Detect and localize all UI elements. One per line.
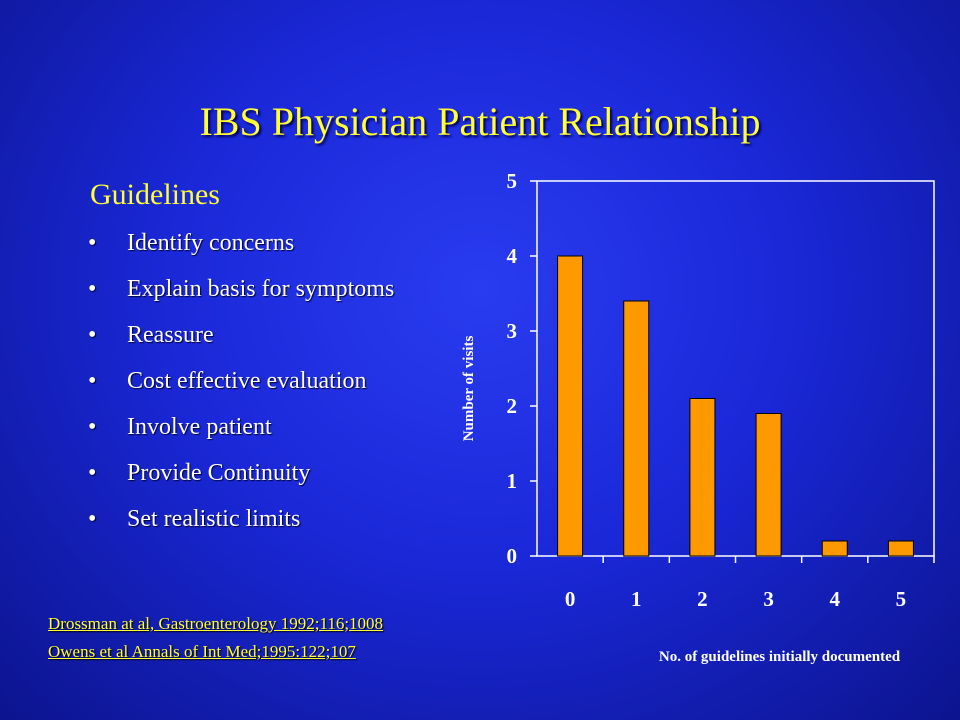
guidelines-list: Identify concerns Explain basis for symp… — [88, 228, 458, 550]
reference-link[interactable]: Drossman at al, Gastroenterology 1992;11… — [48, 614, 384, 633]
guideline-item: Reassure — [88, 320, 458, 350]
y-tick-label: 4 — [507, 244, 518, 268]
x-axis-label: No. of guidelines initially documented — [659, 649, 901, 665]
references: Drossman at al, Gastroenterology 1992;11… — [48, 610, 383, 666]
x-tick-label: 4 — [830, 587, 841, 611]
guideline-item: Explain basis for symptoms — [88, 274, 458, 304]
x-tick-label: 3 — [763, 587, 774, 611]
slide-title: IBS Physician Patient Relationship — [199, 99, 761, 144]
plot-frame — [536, 180, 935, 557]
y-tick-label: 1 — [507, 469, 518, 493]
x-tick-label: 5 — [896, 587, 907, 611]
reference-link[interactable]: Owens et al Annals of Int Med;1995:122;1… — [48, 642, 356, 661]
x-tick-label: 2 — [697, 587, 708, 611]
bar — [887, 540, 914, 557]
guideline-item: Involve patient — [88, 412, 458, 442]
bar-chart: 0 1 2 3 4 5 0 1 2 3 4 5No. of guidelines initially … — [461, 169, 935, 665]
x-tick-label: 0 — [565, 587, 576, 611]
y-tick-label: 0 — [507, 544, 518, 568]
bar — [755, 413, 782, 557]
guideline-item: Identify concerns — [88, 228, 458, 258]
guidelines-heading: Guidelines — [90, 178, 220, 211]
bar — [623, 300, 650, 557]
y-tick-label: 2 — [507, 394, 518, 418]
x-tick-label: 1 — [631, 587, 642, 611]
y-tick-label: 3 — [507, 319, 518, 343]
y-axis-label: Number of visits — [461, 336, 477, 442]
bar — [689, 398, 716, 557]
y-tick-label: 5 — [507, 169, 518, 193]
guideline-item: Cost effective evaluation — [88, 366, 458, 396]
bar — [821, 540, 848, 557]
guideline-item: Set realistic limits — [88, 504, 458, 534]
guideline-item: Provide Continuity — [88, 458, 458, 488]
bar — [557, 255, 584, 557]
